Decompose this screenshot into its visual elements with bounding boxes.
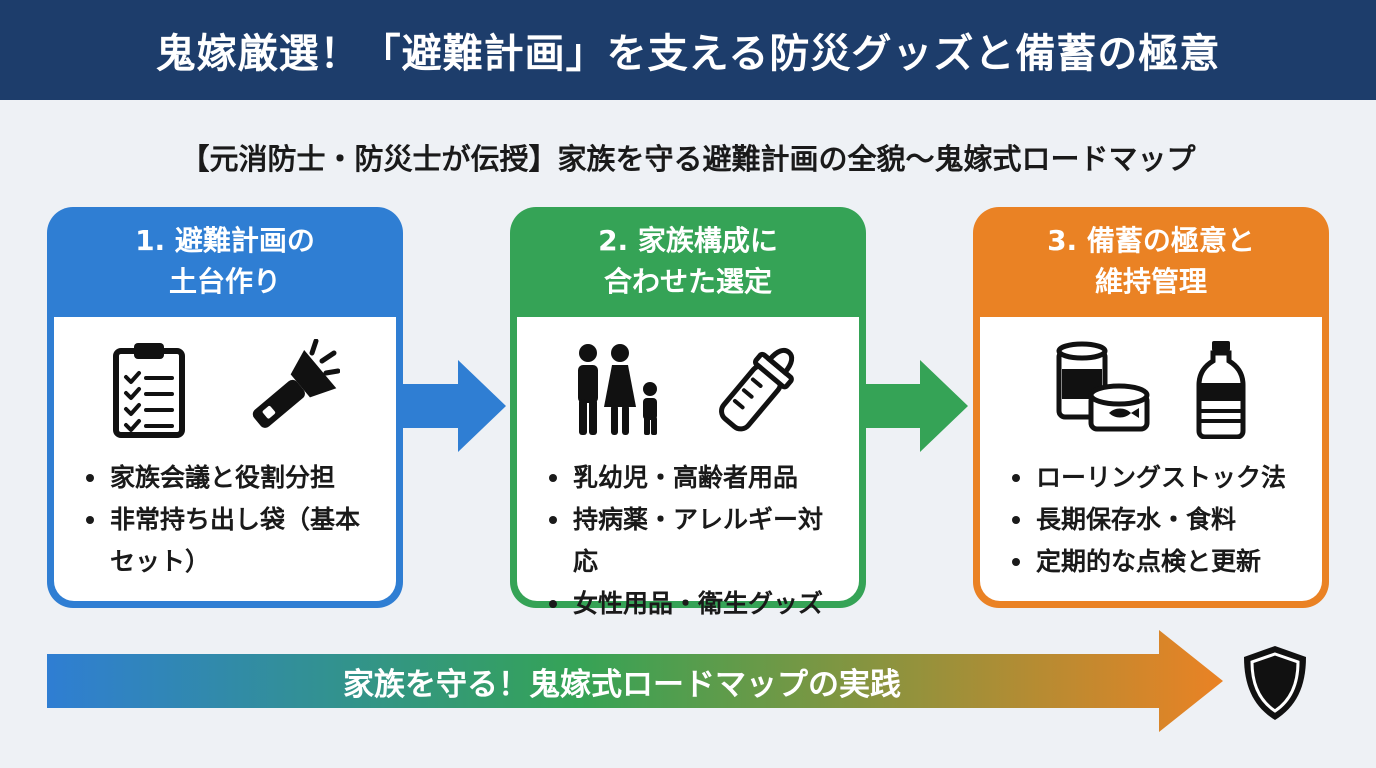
list-item: 乳幼児・高齢者用品 <box>547 457 843 499</box>
roadmap-banner-arrow <box>47 630 1223 732</box>
page-header: 鬼嫁厳選！「避難計画」を支える防災グッズと備蓄の極意 <box>0 0 1376 100</box>
step-3-title-line2: 維持管理 <box>1094 265 1207 298</box>
step-1-title-line2: 土台作り <box>168 265 281 298</box>
flow-arrow-2 <box>864 360 968 452</box>
flow-arrow-1 <box>402 360 506 452</box>
flashlight-icon <box>252 339 340 428</box>
step-card-1: 1. 避難計画の 土台作り <box>47 207 403 608</box>
step-1-title-line1: 1. 避難計画の <box>135 224 315 258</box>
step-3-body: ローリングストック法 長期保存水・食料 定期的な点検と更新 <box>980 317 1322 601</box>
water-bottle-icon <box>1196 341 1246 439</box>
list-item: 家族会議と役割分担 <box>84 457 380 499</box>
page-subtitle: 【元消防士・防災士が伝授】家族を守る避難計画の全貌〜鬼嫁式ロードマップ <box>180 142 1196 176</box>
step-3-bullet-list: ローリングストック法 長期保存水・食料 定期的な点検と更新 <box>1010 457 1306 583</box>
step-1-body: 家族会議と役割分担 非常持ち出し袋（基本 セット） <box>54 317 396 601</box>
shield-icon <box>1244 646 1306 720</box>
list-item: 持病薬・アレルギー対応 <box>547 499 843 583</box>
list-item: 定期的な点検と更新 <box>1010 541 1306 583</box>
step-2-body: 乳幼児・高齢者用品 持病薬・アレルギー対応 女性用品・衛生グッズ <box>517 317 859 618</box>
baby-bottle-icon <box>719 347 795 432</box>
step-3-title: 3. 備蓄の極意と 維持管理 <box>980 207 1322 317</box>
list-item: セット） <box>110 547 211 576</box>
step-1-bullet-list: 家族会議と役割分担 非常持ち出し袋（基本 セット） <box>84 457 380 583</box>
list-item: 非常持ち出し袋（基本 <box>84 499 380 541</box>
step-2-title: 2. 家族構成に 合わせた選定 <box>517 207 859 317</box>
step-3-title-line1: 3. 備蓄の極意と <box>1047 224 1255 258</box>
canned-food-icon <box>1056 341 1150 432</box>
step-2-bullet-list: 乳幼児・高齢者用品 持病薬・アレルギー対応 女性用品・衛生グッズ <box>547 457 843 625</box>
roadmap-banner-text: 家族を守る！鬼嫁式ロードマップの実践 <box>343 666 901 703</box>
step-card-2: 2. 家族構成に 合わせた選定 <box>510 207 866 618</box>
list-item: ローリングストック法 <box>1010 457 1306 499</box>
family-icon <box>578 344 657 435</box>
list-item: 長期保存水・食料 <box>1010 499 1306 541</box>
step-2-title-line2: 合わせた選定 <box>603 265 772 298</box>
clipboard-checklist-icon <box>113 343 185 438</box>
step-card-3: 3. 備蓄の極意と 維持管理 <box>973 207 1329 608</box>
step-2-title-line1: 2. 家族構成に <box>598 224 778 258</box>
list-item: 女性用品・衛生グッズ <box>547 583 843 625</box>
step-1-title: 1. 避難計画の 土台作り <box>54 207 396 317</box>
page-title: 鬼嫁厳選！「避難計画」を支える防災グッズと備蓄の極意 <box>155 31 1221 77</box>
